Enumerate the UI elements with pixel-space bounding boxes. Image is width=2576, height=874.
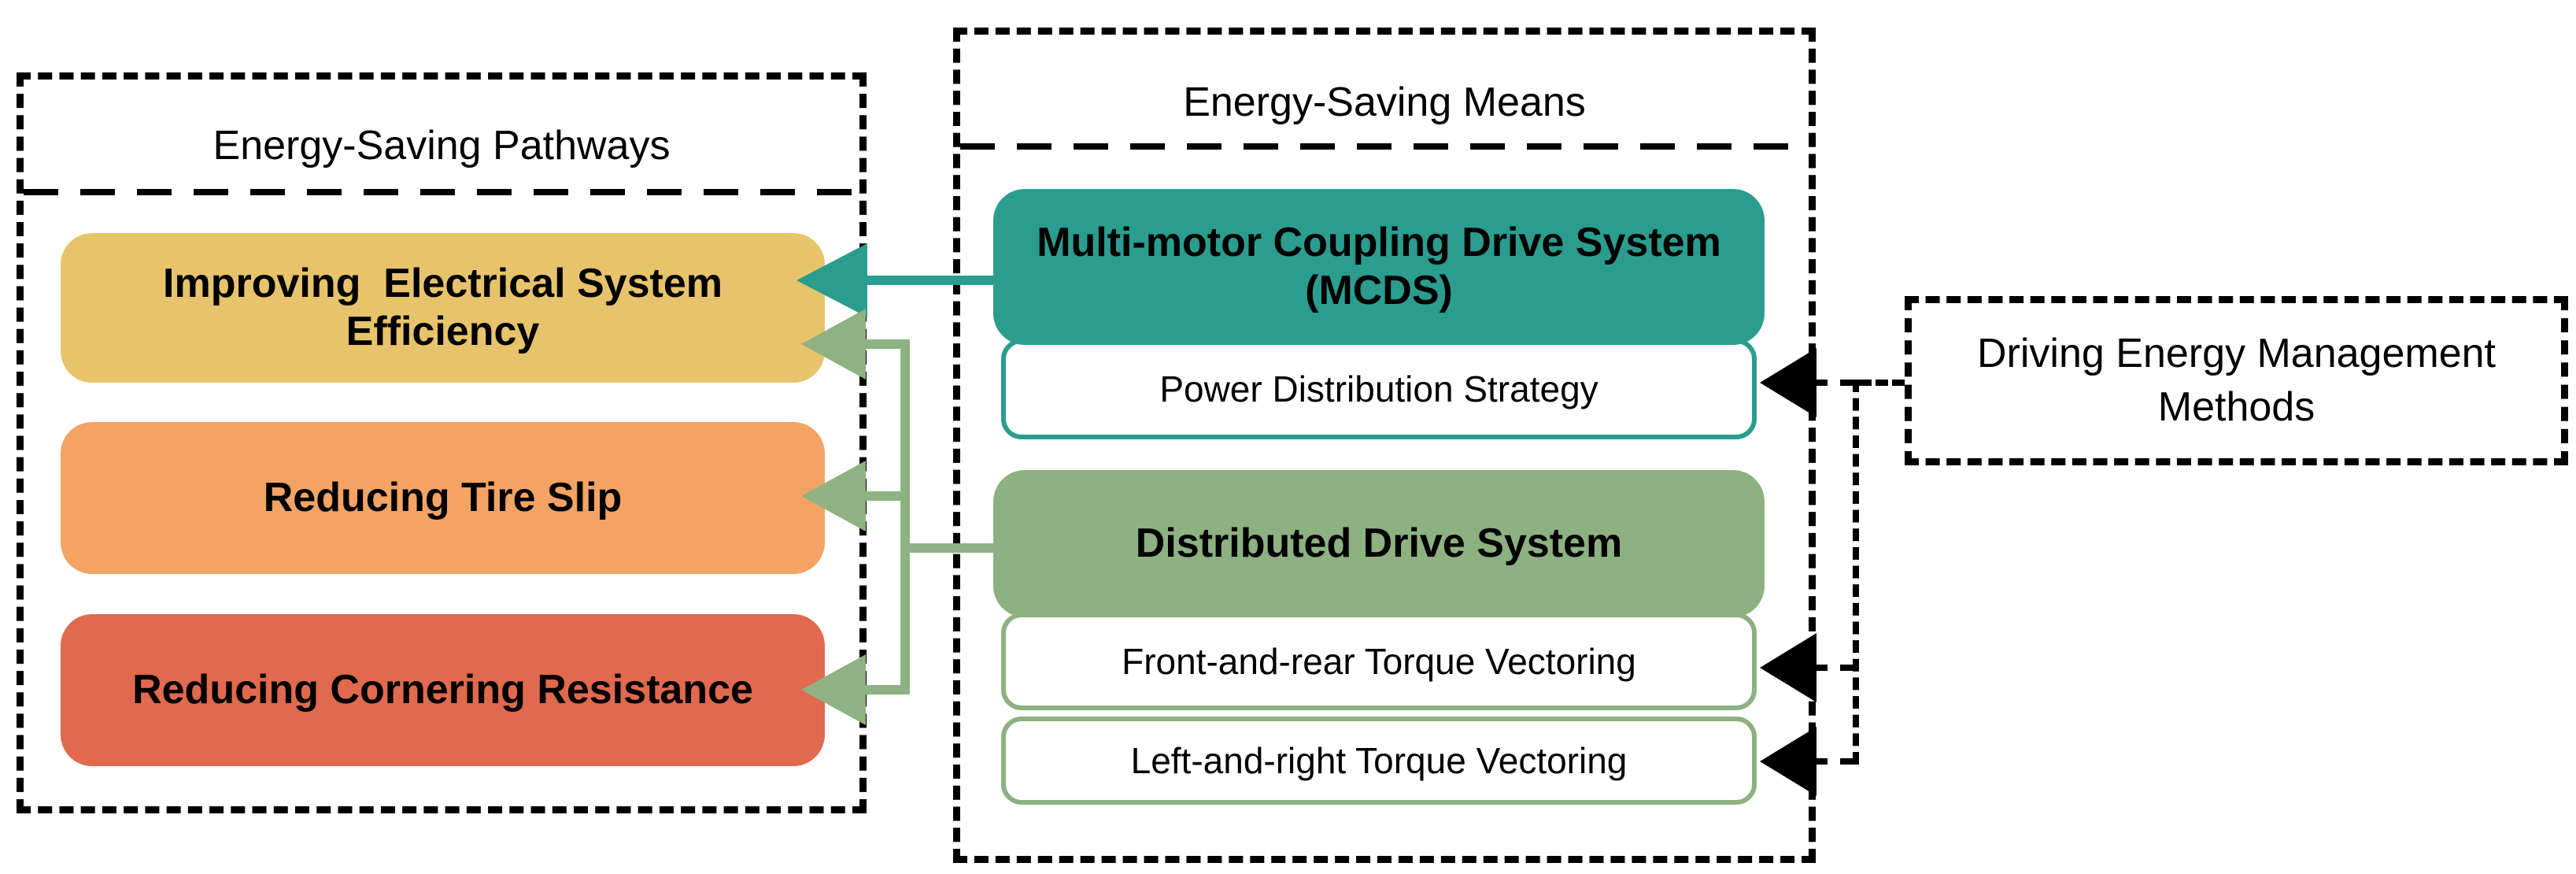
black-dashed-vertical (1853, 380, 1859, 765)
green-arrowhead-bottom-icon (801, 654, 866, 725)
black-dashed-stub (1859, 380, 1905, 386)
green-connector-vertical (900, 339, 910, 694)
subnode-left-and-right-torque-vectoring: Left-and-right Torque Vectoring (1001, 717, 1757, 805)
means-group-title: Energy-Saving Means (1183, 80, 1586, 125)
green-connector-top (863, 339, 910, 349)
teal-connector-line (861, 276, 993, 285)
black-dashed-to-front-rear (1815, 665, 1853, 671)
node-reducing-cornering-resistance: Reducing Cornering Resistance (61, 614, 825, 766)
green-arrowhead-middle-icon (801, 461, 866, 531)
black-arrowhead-left-right-icon (1760, 727, 1817, 796)
green-connector-bottom (863, 685, 910, 694)
subnode-front-and-rear-torque-vectoring: Front-and-rear Torque Vectoring (1001, 613, 1757, 710)
methods-group-title: Driving Energy Management Methods (1977, 330, 2496, 430)
black-dashed-to-left-right (1815, 758, 1853, 765)
subnode-power-distribution-strategy: Power Distribution Strategy (1001, 339, 1757, 439)
teal-arrowhead-icon (796, 243, 867, 317)
pathways-group-box (17, 72, 867, 813)
node-distributed-drive-system: Distributed Drive System (993, 470, 1765, 617)
green-arrowhead-top-icon (801, 309, 866, 380)
pathways-title-divider (24, 189, 859, 195)
black-arrowhead-pds-icon (1760, 348, 1817, 417)
node-mcds: Multi-motor Coupling Drive System (MCDS) (993, 189, 1765, 345)
methods-group-box: Driving Energy Management Methods (1905, 296, 2568, 465)
pathways-group-title: Energy-Saving Pathways (213, 123, 671, 169)
node-reducing-tire-slip: Reducing Tire Slip (61, 422, 825, 574)
means-group-box (953, 28, 1816, 863)
means-title-divider (960, 143, 1809, 150)
green-connector-middle (863, 491, 910, 501)
green-connector-from-box (910, 543, 993, 553)
black-dashed-to-pds (1815, 380, 1853, 386)
node-improving-electrical-system-efficiency: Improving Electrical System Efficiency (61, 233, 825, 383)
black-arrowhead-front-rear-icon (1760, 633, 1817, 702)
